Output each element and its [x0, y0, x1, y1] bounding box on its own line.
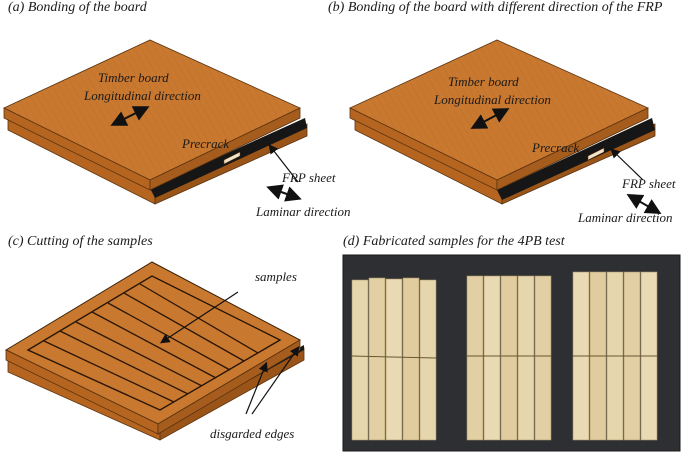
panel-b-title: (b) Bonding of the board with different … [328, 0, 663, 15]
timber-board-label-a: Timber board [98, 70, 169, 85]
laminar-label-a: Laminar direction [256, 204, 351, 219]
edge-border [26, 275, 282, 411]
laminar-label-b: Laminar direction [578, 210, 673, 225]
longitudinal-label-a: Longitudinal direction [84, 88, 201, 103]
precrack-b [587, 147, 605, 161]
frp-pointer-b [610, 148, 644, 181]
frp-sheet-b [497, 118, 655, 200]
disgarded-edges-label: disgarded edges [210, 426, 295, 441]
board-a-upper-right-side [149, 107, 301, 191]
specimen-group-1 [351, 277, 437, 441]
board-a [3, 39, 308, 205]
frp-pointer-a [268, 144, 299, 183]
frp-label-b: FRP sheet [622, 176, 676, 191]
timber-board-label-b: Timber board [448, 74, 519, 89]
precrack-label-a: Precrack [182, 136, 230, 151]
panel-c-title: (c) Cutting of the samples [8, 234, 153, 249]
edge-pointer-2 [251, 346, 300, 415]
panel-a-title: (a) Bonding of the board [8, 0, 147, 15]
longitudinal-arrow-b [470, 108, 510, 129]
samples-label: samples [255, 269, 297, 284]
specimen-group-2 [466, 275, 552, 441]
edge-pointer-1 [245, 361, 268, 415]
board-b [349, 39, 662, 214]
specimen-photo [342, 254, 681, 452]
laminar-arrow-b [626, 194, 662, 214]
samples-pointer [159, 291, 239, 344]
frp-label-a: FRP sheet [282, 170, 336, 185]
panel-d-title: (d) Fabricated samples for the 4PB test [343, 234, 565, 249]
longitudinal-arrow-a [110, 106, 150, 126]
board-c [4, 261, 305, 441]
longitudinal-label-b: Longitudinal direction [434, 92, 551, 107]
board-c-top [4, 261, 302, 425]
specimen-group-3 [572, 271, 658, 441]
precrack-label-b: Precrack [532, 140, 580, 155]
precrack-a [223, 151, 241, 165]
laminar-arrow-a [266, 184, 302, 202]
